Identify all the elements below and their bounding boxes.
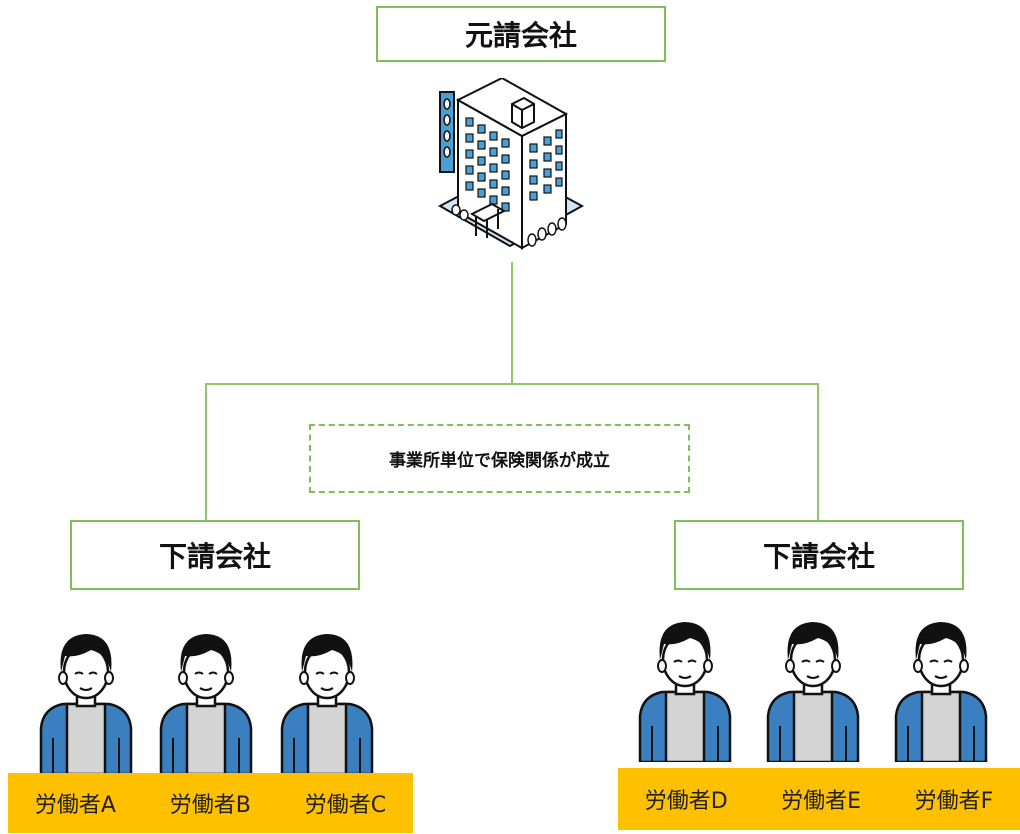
worker-label: 労働者C xyxy=(304,793,387,818)
person-icon xyxy=(39,634,133,774)
office-building-icon xyxy=(437,78,585,250)
insurance-note-label: 事業所単位で保険関係が成立 xyxy=(389,451,610,471)
subcontractor-label-left: 下請会社 xyxy=(158,540,271,573)
subcontractor-box-left: 下請会社 xyxy=(70,520,360,590)
connector-horizontal xyxy=(205,383,819,385)
person-icon xyxy=(280,634,374,774)
person-icon xyxy=(766,622,860,762)
prime-contractor-label: 元請会社 xyxy=(464,19,577,52)
worker-label: 労働者F xyxy=(914,789,994,814)
connector-vertical-main xyxy=(511,262,513,384)
person-icon xyxy=(638,622,732,762)
subcontractor-box-right: 下請会社 xyxy=(674,520,964,590)
worker-label: 労働者B xyxy=(169,793,251,818)
connector-right-drop xyxy=(817,383,819,521)
prime-contractor-box: 元請会社 xyxy=(376,6,666,62)
subcontractor-label-right: 下請会社 xyxy=(762,540,875,573)
worker-label: 労働者A xyxy=(34,793,116,818)
insurance-note-box: 事業所単位で保険関係が成立 xyxy=(309,424,690,493)
worker-label: 労働者E xyxy=(781,789,862,814)
person-icon xyxy=(894,622,988,762)
connector-left-drop xyxy=(205,383,207,521)
worker-label: 労働者D xyxy=(644,789,728,814)
person-icon xyxy=(159,634,253,774)
worker-bar-left: 労働者A 労働者B 労働者C xyxy=(8,773,413,833)
worker-bar-right: 労働者D 労働者E 労働者F xyxy=(618,768,1020,830)
